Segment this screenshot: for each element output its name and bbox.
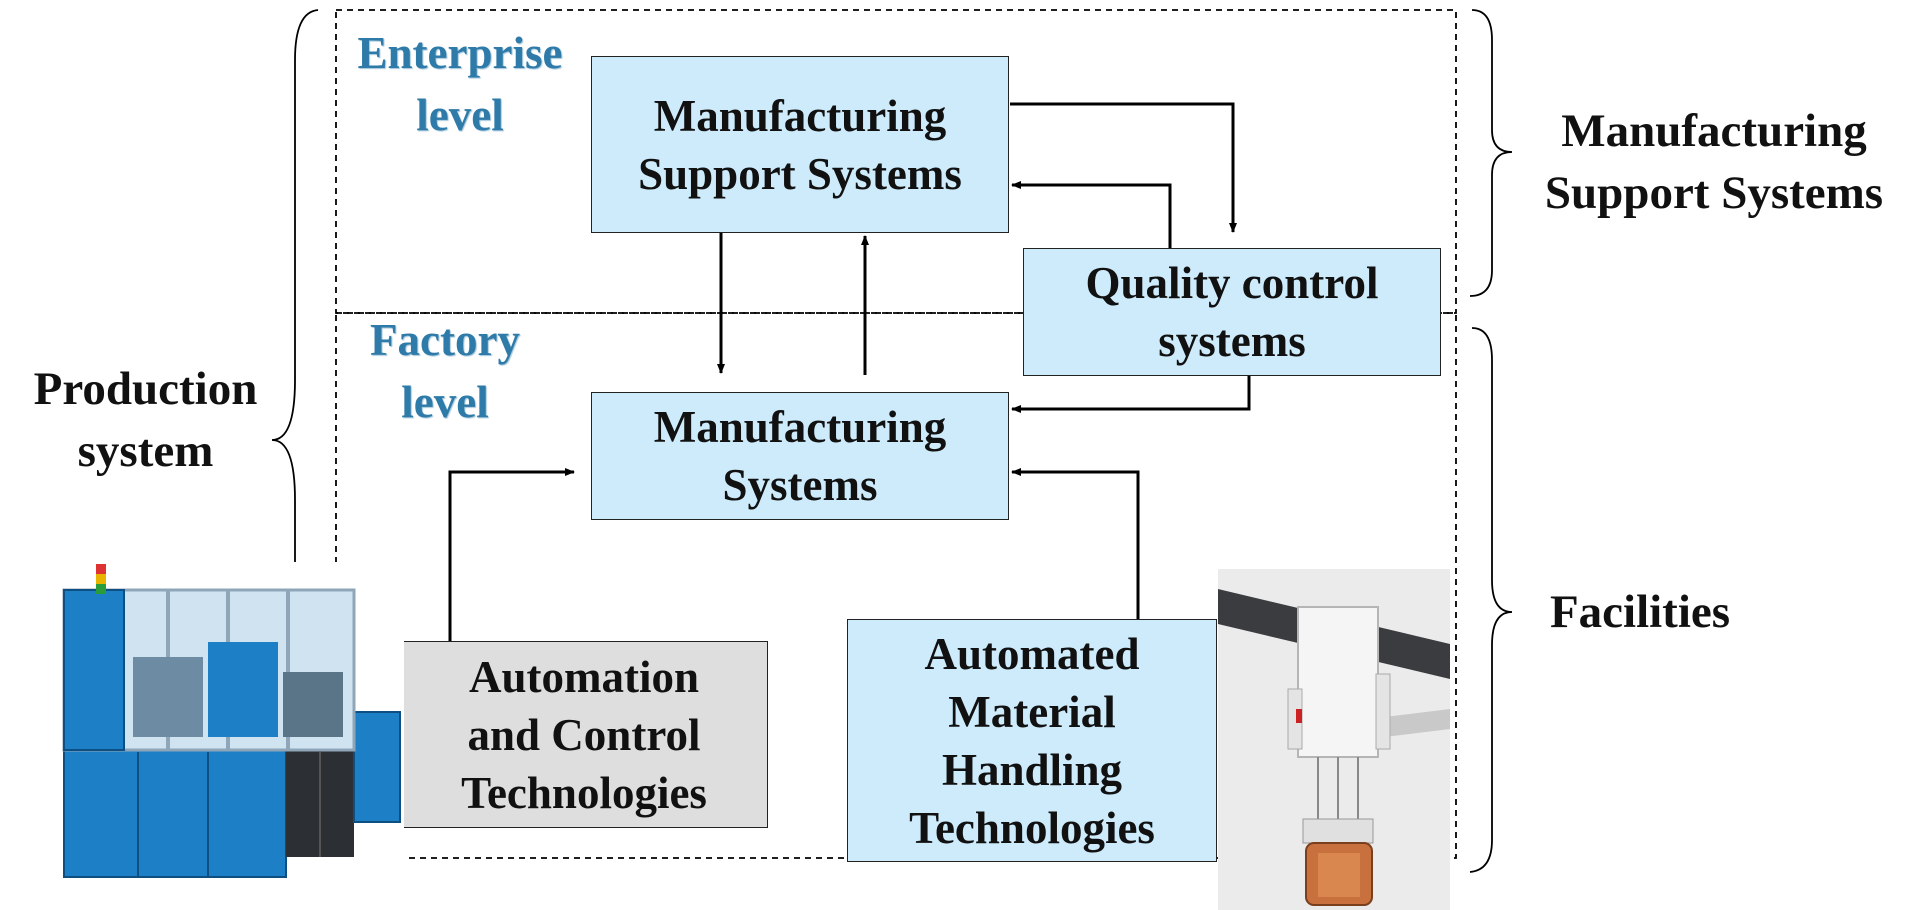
support-systems-brace bbox=[1469, 9, 1513, 297]
arrow-automation-to-manufacturing bbox=[448, 468, 575, 645]
arrow-handling-to-manufacturing bbox=[1011, 468, 1140, 648]
production-system-label: Production system bbox=[33, 363, 258, 477]
overhead-gripper-image bbox=[1218, 569, 1450, 910]
material-handling-technologies-box: Automated Material Handling Technologies bbox=[847, 619, 1217, 862]
enterprise-level-label: Enterprise level bbox=[357, 28, 563, 140]
factory-level-label: Factory level bbox=[370, 315, 520, 427]
arrow-quality-to-manufacturing bbox=[1011, 376, 1251, 413]
automated-assembly-machine-image bbox=[58, 562, 404, 886]
production-system-brace bbox=[271, 9, 319, 860]
arrow-support-to-quality bbox=[1010, 102, 1237, 233]
arrow-quality-to-support bbox=[1011, 181, 1172, 248]
facilities-label: Facilities bbox=[1549, 586, 1731, 638]
manufacturing-support-systems-label: Manufacturing Support Systems bbox=[1544, 105, 1884, 219]
quality-control-systems-box: Quality control systems bbox=[1023, 248, 1441, 376]
automation-control-technologies-box: Automation and Control Technologies bbox=[400, 641, 768, 828]
facilities-brace bbox=[1469, 327, 1513, 873]
manufacturing-systems-box: Manufacturing Systems bbox=[591, 392, 1009, 520]
manufacturing-support-systems-box: Manufacturing Support Systems bbox=[591, 56, 1009, 233]
enterprise-level-region bbox=[335, 9, 1457, 314]
